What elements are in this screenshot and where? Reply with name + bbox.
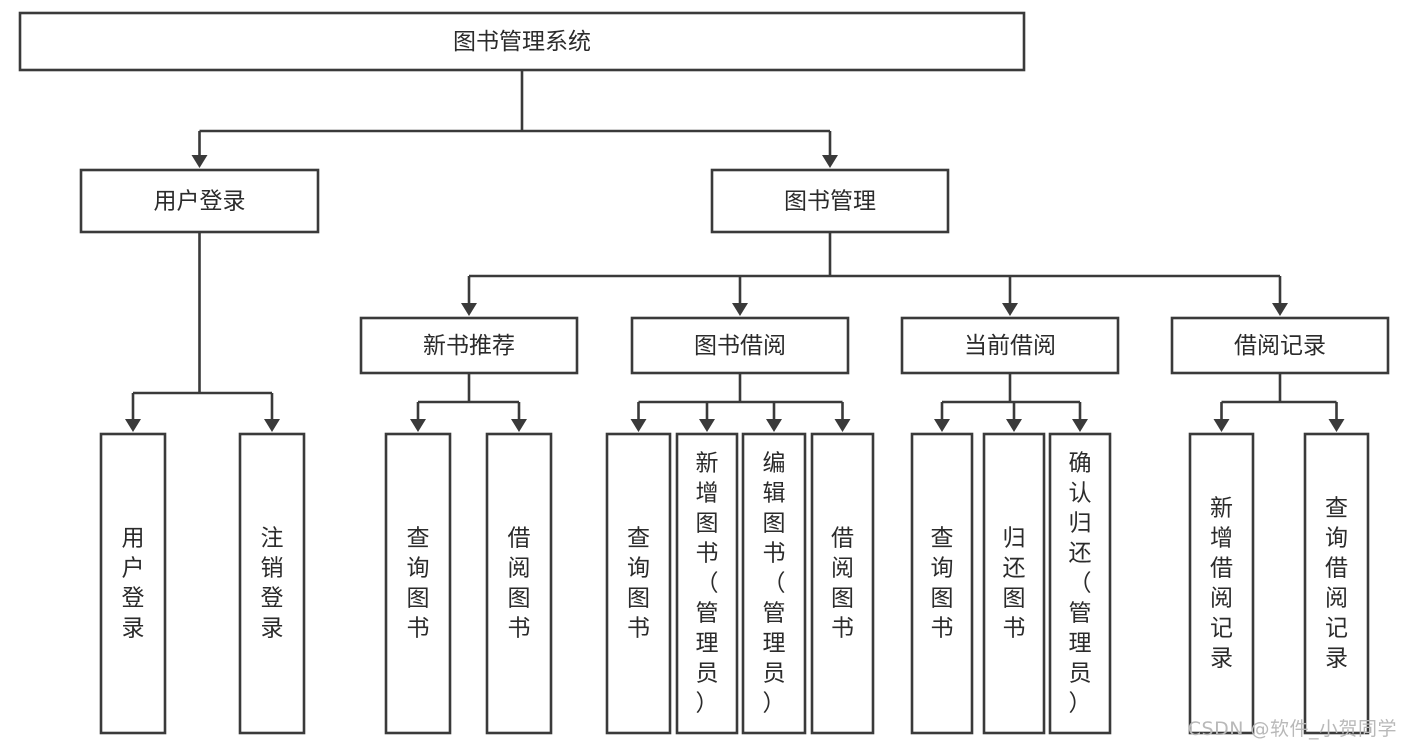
node-leaf-edit-book[interactable]: 编辑图书（管理员）	[741, 432, 807, 735]
node-leaf-borrow-book-2[interactable]: 借阅图书	[810, 432, 875, 735]
arrow-head-icon	[1328, 419, 1345, 432]
node-box	[384, 432, 452, 735]
node-label: 用户登录	[154, 189, 246, 215]
node-box	[18, 11, 1026, 72]
arrow-head-icon	[630, 419, 647, 432]
arrow-head-icon	[264, 419, 280, 432]
arrow-head-icon	[1002, 303, 1018, 316]
node-leaf-query-book-1[interactable]: 查询图书	[384, 432, 452, 735]
arrow-head-icon	[1072, 419, 1088, 432]
node-label: 图书借阅	[694, 333, 786, 359]
node-box	[900, 316, 1120, 375]
node-box	[359, 316, 579, 375]
node-layer: 图书管理系统用户登录图书管理新书推荐图书借阅当前借阅借阅记录用户登录注销登录查询…	[18, 11, 1390, 735]
node-label: 图书管理	[784, 189, 876, 215]
node-box	[1170, 316, 1390, 375]
arrow-head-icon	[1272, 303, 1288, 316]
arrow-head-icon	[511, 419, 527, 432]
node-leaf-query-book-3[interactable]: 查询图书	[910, 432, 974, 735]
node-label: 查询图书	[407, 525, 430, 641]
node-leaf-confirm-return[interactable]: 确认归还（管理员）	[1048, 432, 1112, 735]
node-box	[810, 432, 875, 735]
arrow-head-icon	[1006, 419, 1022, 432]
node-box	[675, 432, 739, 735]
node-box	[1188, 432, 1255, 735]
node-borrow-record[interactable]: 借阅记录	[1170, 316, 1390, 375]
node-label: 确认归还（管理员）	[1069, 450, 1092, 716]
arrow-head-icon	[410, 419, 426, 432]
node-label: 新增借阅记录	[1210, 495, 1233, 671]
arrow-head-icon	[934, 419, 950, 432]
node-box	[605, 432, 672, 735]
node-new-book-rec[interactable]: 新书推荐	[359, 316, 579, 375]
node-box	[630, 316, 850, 375]
node-leaf-logout[interactable]: 注销登录	[238, 432, 306, 735]
node-box	[238, 432, 306, 735]
node-label: 用户登录	[122, 525, 145, 641]
node-box	[741, 432, 807, 735]
node-label: 当前借阅	[964, 333, 1056, 359]
node-label: 查询图书	[931, 525, 954, 641]
node-leaf-query-book-2[interactable]: 查询图书	[605, 432, 672, 735]
node-box	[79, 168, 320, 234]
connector-layer	[125, 70, 1345, 432]
node-leaf-return-book[interactable]: 归还图书	[982, 432, 1046, 735]
node-root[interactable]: 图书管理系统	[18, 11, 1026, 72]
node-book-manage[interactable]: 图书管理	[710, 168, 950, 234]
node-label: 新书推荐	[423, 333, 515, 359]
arrow-head-icon	[732, 303, 748, 316]
node-box	[982, 432, 1046, 735]
node-label: 图书管理系统	[453, 29, 591, 55]
node-label: 借阅图书	[831, 525, 854, 641]
node-label: 查询图书	[627, 525, 650, 641]
node-box	[1303, 432, 1370, 735]
node-box	[910, 432, 974, 735]
node-box	[710, 168, 950, 234]
arrow-head-icon	[766, 419, 782, 432]
node-user-login[interactable]: 用户登录	[79, 168, 320, 234]
node-label: 查询借阅记录	[1325, 495, 1348, 671]
arrow-head-icon	[1213, 419, 1230, 432]
node-leaf-add-record[interactable]: 新增借阅记录	[1188, 432, 1255, 735]
node-box	[99, 432, 167, 735]
arrow-head-icon	[699, 419, 715, 432]
arrow-head-icon	[125, 419, 141, 432]
node-current-borrow[interactable]: 当前借阅	[900, 316, 1120, 375]
arrow-head-icon	[191, 155, 208, 168]
node-leaf-user-login[interactable]: 用户登录	[99, 432, 167, 735]
node-book-borrow[interactable]: 图书借阅	[630, 316, 850, 375]
node-label: 借阅图书	[508, 525, 531, 641]
arrow-head-icon	[461, 303, 477, 316]
node-label: 注销登录	[261, 525, 284, 641]
node-leaf-query-record[interactable]: 查询借阅记录	[1303, 432, 1370, 735]
node-label: 编辑图书（管理员）	[763, 450, 786, 716]
arrow-head-icon	[822, 155, 838, 168]
arrow-head-icon	[834, 419, 851, 432]
node-leaf-borrow-book-1[interactable]: 借阅图书	[485, 432, 553, 735]
node-leaf-add-book[interactable]: 新增图书（管理员）	[675, 432, 739, 735]
node-box	[1048, 432, 1112, 735]
node-label: 新增图书（管理员）	[696, 450, 719, 716]
node-box	[485, 432, 553, 735]
node-label: 归还图书	[1003, 525, 1026, 641]
node-label: 借阅记录	[1234, 333, 1326, 359]
